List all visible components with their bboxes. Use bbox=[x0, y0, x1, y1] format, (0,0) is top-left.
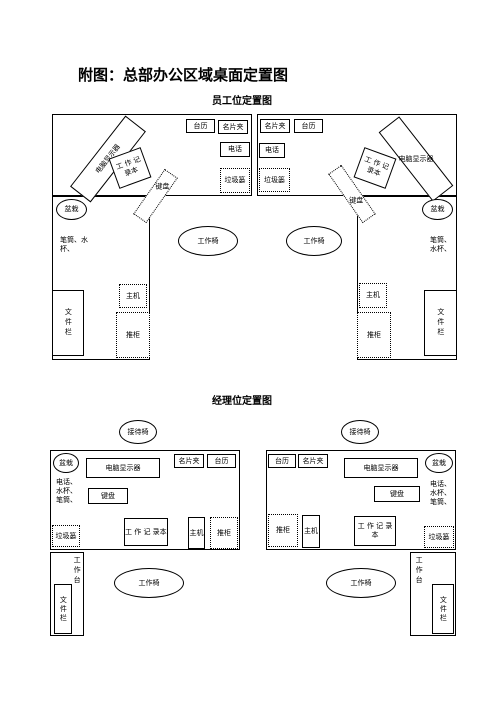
drawer-cabinet: 推柜 bbox=[357, 312, 391, 358]
trash-bin: 垃圾篓 bbox=[424, 526, 454, 548]
workbench-label: 工作台 bbox=[415, 556, 424, 586]
calendar: 台历 bbox=[207, 454, 236, 468]
trash-bin: 垃圾篓 bbox=[220, 168, 250, 193]
workbench bbox=[50, 552, 84, 636]
file-rack: 文件栏 bbox=[432, 584, 454, 634]
desk-side-section bbox=[52, 196, 150, 360]
manager-section-title: 经理位定置图 bbox=[212, 396, 272, 407]
plant: 盆栽 bbox=[56, 199, 87, 220]
reception-chair: 接待椅 bbox=[119, 420, 157, 444]
work-chair: 工作椅 bbox=[286, 226, 342, 256]
notebook: 工 作 记 录本 bbox=[354, 516, 396, 546]
desk-top-section bbox=[266, 450, 456, 550]
monitor: 电脑显示器 bbox=[86, 458, 160, 478]
computer-host: 主机 bbox=[302, 515, 320, 548]
plant: 盆栽 bbox=[53, 453, 79, 473]
calendar: 台历 bbox=[294, 119, 323, 133]
calendar: 台历 bbox=[186, 119, 215, 133]
plant: 盆栽 bbox=[422, 199, 453, 220]
computer-host: 主机 bbox=[359, 283, 387, 308]
file-rack: 文件栏 bbox=[424, 290, 457, 356]
workbench-label: 工作台 bbox=[73, 556, 82, 586]
work-chair: 工作椅 bbox=[178, 226, 238, 256]
drawer-cabinet: 推柜 bbox=[116, 312, 150, 358]
pens-cups-label: 笔筒、水杯、 bbox=[60, 236, 88, 254]
file-rack: 文件栏 bbox=[54, 584, 72, 634]
pens-cups-label: 笔筒、水杯、 bbox=[430, 236, 451, 254]
items-label: 电话、水杯、笔筒、 bbox=[430, 480, 451, 507]
notebook: 工 作 记 录本 bbox=[124, 518, 168, 546]
cardholder: 名片夹 bbox=[298, 454, 328, 468]
file-rack: 文件栏 bbox=[52, 290, 84, 356]
cardholder: 名片夹 bbox=[218, 120, 248, 134]
desk-side-section bbox=[357, 196, 457, 360]
keyboard: 键盘 bbox=[374, 486, 420, 502]
computer-host: 主机 bbox=[119, 284, 147, 308]
workbench bbox=[410, 552, 456, 636]
plant: 盆栽 bbox=[425, 453, 453, 473]
page-title: 附图：总部办公区域桌面定置图 bbox=[78, 66, 289, 84]
cardholder: 名片夹 bbox=[260, 119, 290, 133]
phone: 电话 bbox=[259, 143, 285, 158]
items-label: 电话、水杯、笔筒、 bbox=[56, 478, 77, 505]
calendar: 台历 bbox=[268, 454, 296, 468]
phone: 电话 bbox=[220, 142, 250, 157]
trash-bin: 垃圾篓 bbox=[52, 525, 80, 547]
trash-bin: 垃圾篓 bbox=[259, 168, 290, 192]
staff-section-title: 员工位定置图 bbox=[212, 96, 272, 107]
work-chair: 工作椅 bbox=[326, 568, 396, 598]
drawer-cabinet: 推柜 bbox=[210, 517, 238, 549]
keyboard: 键盘 bbox=[88, 488, 128, 504]
desk-top-section bbox=[50, 450, 240, 550]
reception-chair: 接待椅 bbox=[341, 420, 379, 444]
cardholder: 名片夹 bbox=[174, 454, 204, 468]
drawer-cabinet: 推柜 bbox=[268, 514, 298, 547]
computer-host: 主机 bbox=[188, 517, 205, 549]
monitor: 电脑显示器 bbox=[344, 458, 418, 478]
work-chair: 工作椅 bbox=[114, 568, 184, 598]
